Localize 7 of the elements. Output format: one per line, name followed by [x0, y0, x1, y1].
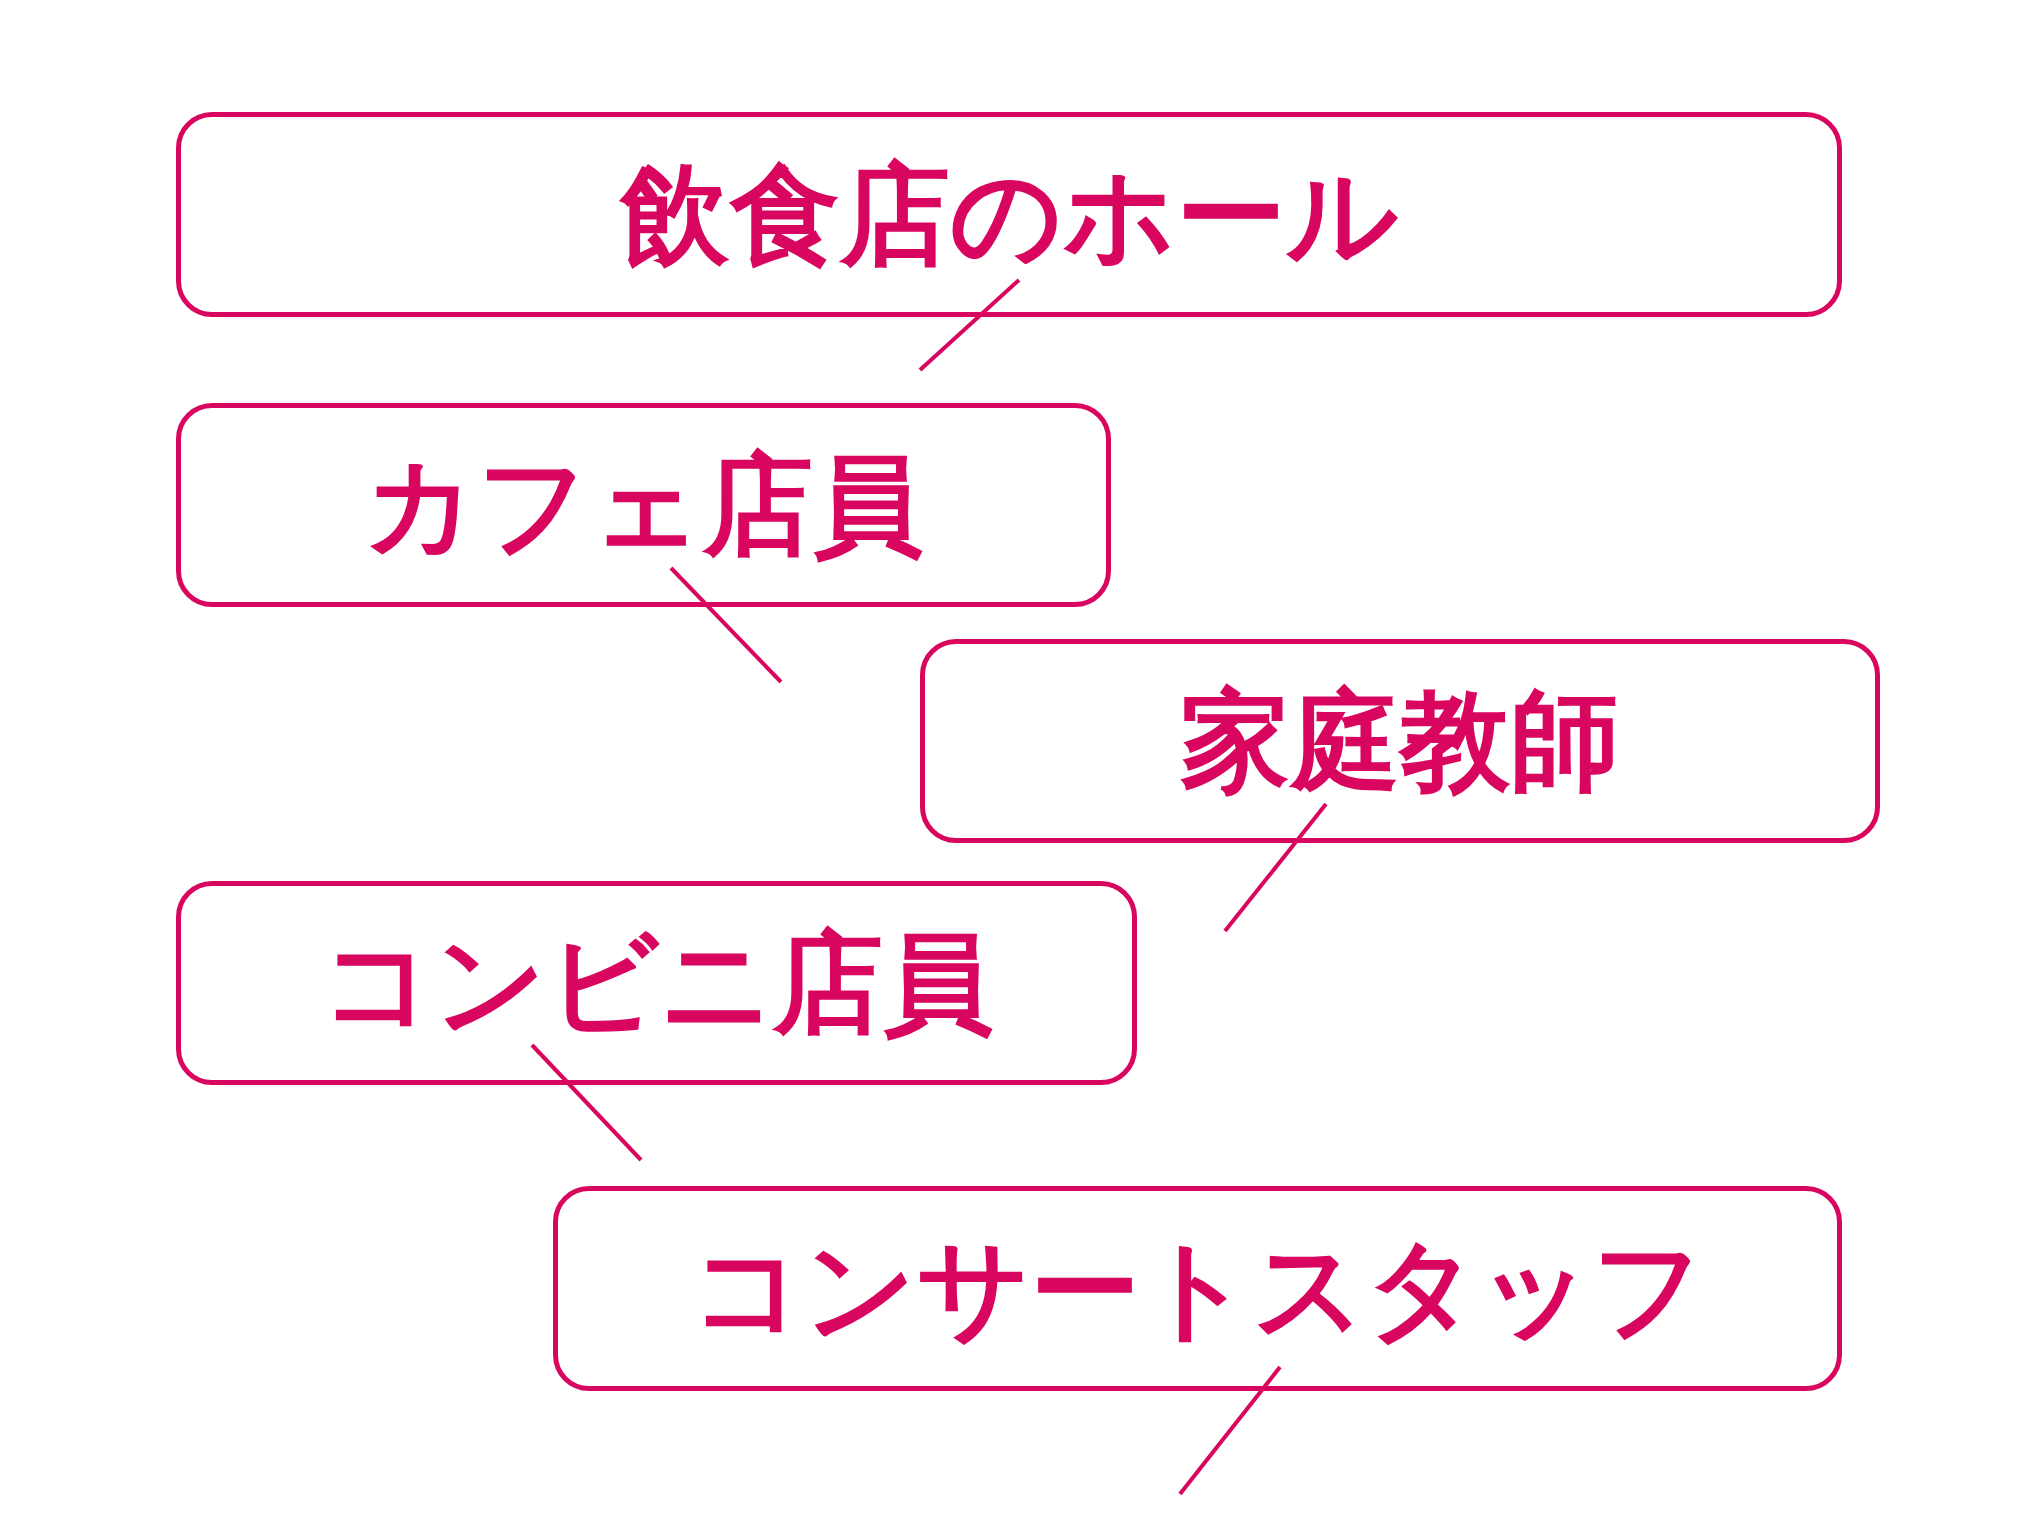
rounded-label-box — [176, 881, 1137, 1085]
rounded-label-box — [176, 403, 1111, 607]
label-text: コンサートスタッフ — [690, 1233, 1705, 1344]
rounded-label-box — [920, 639, 1880, 843]
label-text: 飲食店のホール — [619, 159, 1399, 270]
rounded-label-box — [553, 1186, 1842, 1391]
rounded-label-box — [176, 112, 1842, 317]
